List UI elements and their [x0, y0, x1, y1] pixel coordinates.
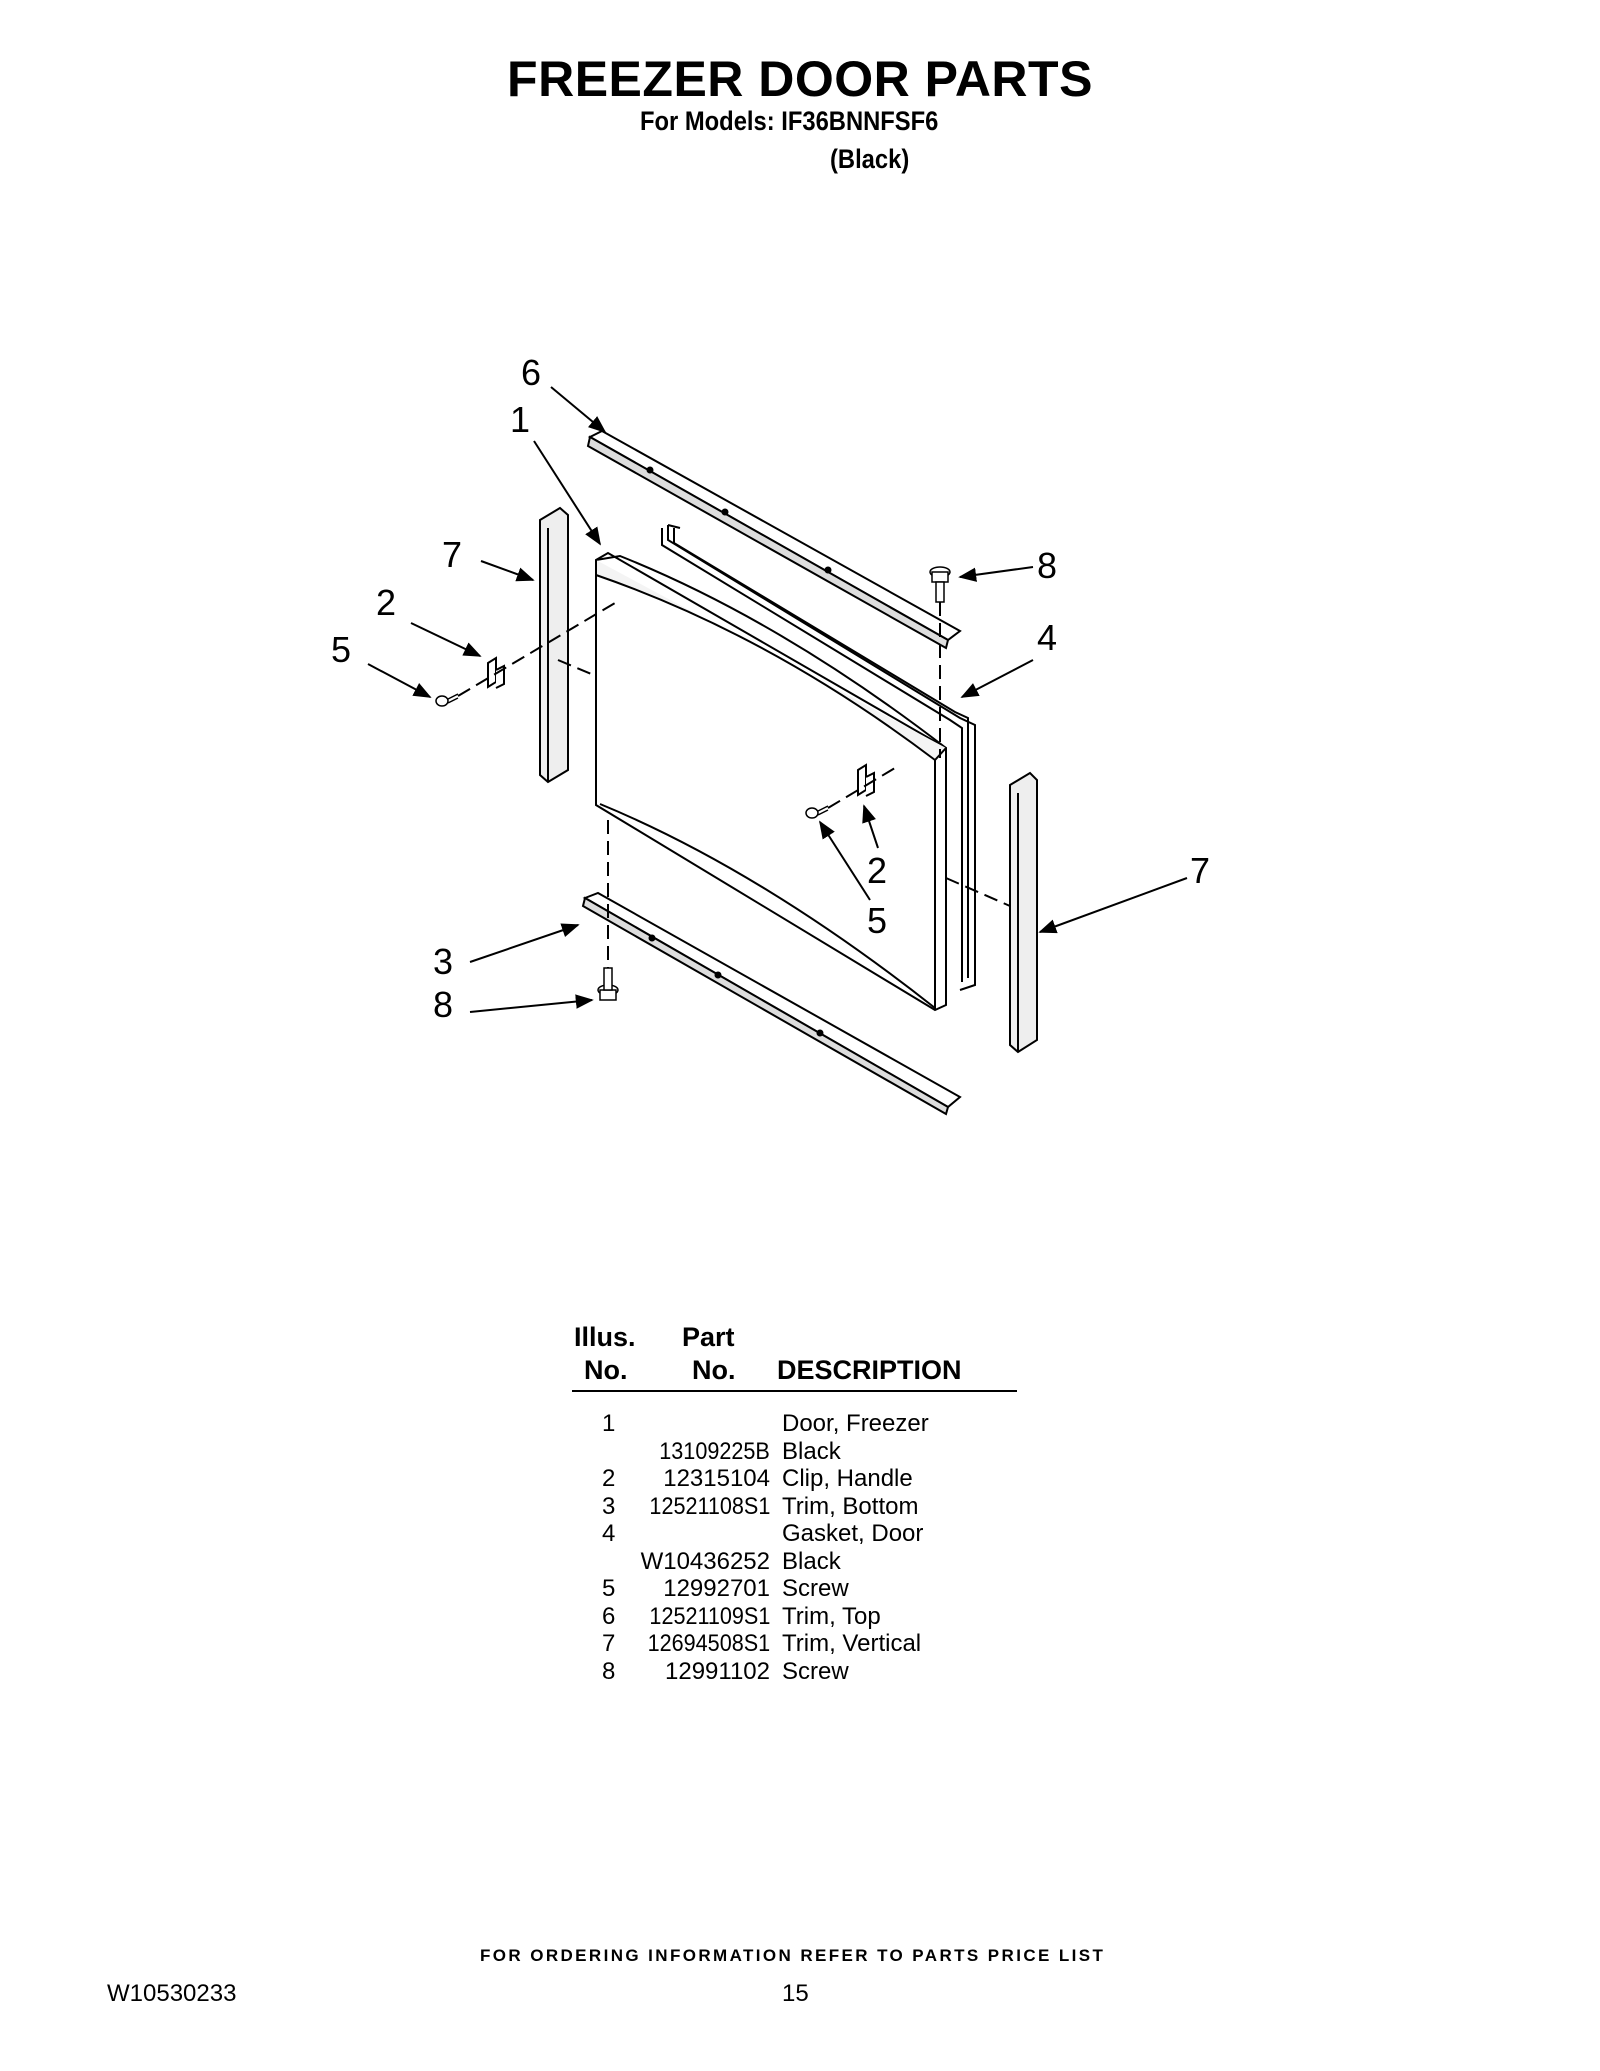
right-screw-part: [805, 805, 829, 819]
table-body: 1 Door, Freezer 13109225B Black 2 123151…: [572, 1410, 1017, 1685]
table-row: 8 12991102 Screw: [572, 1658, 1017, 1686]
description: Door, Freezer: [782, 1410, 929, 1437]
description: Trim, Vertical: [782, 1630, 922, 1657]
part-no: 12992701: [663, 1575, 770, 1602]
callout-1: 1: [510, 399, 530, 440]
callout-3: 3: [433, 941, 453, 982]
table-row: 4 Gasket, Door: [572, 1520, 1017, 1548]
header-illus-line1: Illus.: [574, 1322, 636, 1352]
table-header: Illus. No. Part No. DESCRIPTION: [572, 1322, 1017, 1385]
callout-6-top: 6: [521, 352, 541, 393]
callout-4: 4: [1037, 617, 1057, 658]
table-row: 6 12521109S1 Trim, Top: [572, 1603, 1017, 1631]
top-screw-part: [929, 566, 951, 603]
part-no: 12521109S1: [649, 1602, 770, 1630]
right-vertical-trim-part: [1009, 771, 1038, 1054]
table-row: 2 12315104 Clip, Handle: [572, 1465, 1017, 1493]
assembly-guide-lines: [457, 599, 1011, 968]
illus-no: 6: [602, 1602, 616, 1630]
door-gasket-part: [661, 524, 976, 991]
illus-no: 7: [602, 1630, 616, 1657]
models-line: For Models: IF36BNNFSF6: [640, 106, 939, 136]
description: Clip, Handle: [782, 1465, 913, 1492]
table-row: 7 12694508S1 Trim, Vertical: [572, 1630, 1017, 1658]
callout-2-left: 2: [376, 582, 396, 623]
part-no: 12694508S1: [647, 1630, 770, 1657]
header-illus-line2: No.: [584, 1355, 628, 1385]
parts-list-table: Illus. No. Part No. DESCRIPTION 1 Door, …: [572, 1322, 1017, 1685]
color-line: (Black): [830, 144, 910, 174]
illus-no: 1: [602, 1410, 616, 1437]
left-vertical-trim-part: [539, 506, 569, 784]
ordering-note: FOR ORDERING INFORMATION REFER TO PARTS …: [480, 1946, 1106, 1965]
callout-8-bottom: 8: [433, 984, 453, 1025]
part-no: 12991102: [665, 1657, 770, 1685]
part-no: 12315104: [663, 1465, 770, 1492]
header-part-line1: Part: [682, 1322, 735, 1352]
table-row: 1 Door, Freezer: [572, 1410, 1017, 1438]
illus-no: 4: [602, 1520, 616, 1547]
callout-arrows: [367, 386, 1188, 1013]
description: Black: [782, 1547, 841, 1575]
description: Trim, Top: [782, 1602, 881, 1630]
page-title: FREEZER DOOR PARTS: [507, 51, 1093, 107]
description: Screw: [782, 1575, 849, 1602]
table-row: W10436252 Black: [572, 1548, 1017, 1576]
callout-7-right: 7: [1190, 850, 1210, 891]
description: Black: [782, 1437, 841, 1465]
document-number: W10530233: [107, 1980, 237, 2007]
freezer-door-part: [595, 551, 947, 1012]
callout-8-top: 8: [1037, 545, 1057, 586]
bottom-trim-part: [581, 891, 962, 1116]
description: Screw: [782, 1657, 849, 1685]
header-part-line2: No.: [692, 1355, 736, 1385]
illus-no: 3: [602, 1492, 616, 1520]
part-no: 12521108S1: [649, 1492, 770, 1520]
header-rule: [572, 1390, 1017, 1392]
illus-no: 2: [602, 1465, 616, 1492]
header-description: DESCRIPTION: [777, 1355, 962, 1385]
callout-5-left: 5: [331, 629, 351, 670]
page-number: 15: [782, 1980, 809, 2007]
table-row: 13109225B Black: [572, 1438, 1017, 1466]
part-no: 13109225B: [659, 1437, 770, 1465]
part-no: W10436252: [640, 1547, 770, 1575]
table-row: 3 12521108S1 Trim, Bottom: [572, 1493, 1017, 1521]
illus-no: 8: [602, 1657, 616, 1685]
illus-no: 5: [602, 1575, 616, 1602]
bottom-screw-part: [597, 967, 619, 1001]
table-row: 5 12992701 Screw: [572, 1575, 1017, 1603]
callout-7-left: 7: [442, 534, 462, 575]
description: Trim, Bottom: [782, 1492, 919, 1520]
right-handle-clip-part: [857, 763, 875, 797]
left-screw-part: [435, 693, 459, 707]
callout-5-right: 5: [867, 900, 887, 941]
callout-2-right: 2: [867, 850, 887, 891]
description: Gasket, Door: [782, 1520, 924, 1547]
